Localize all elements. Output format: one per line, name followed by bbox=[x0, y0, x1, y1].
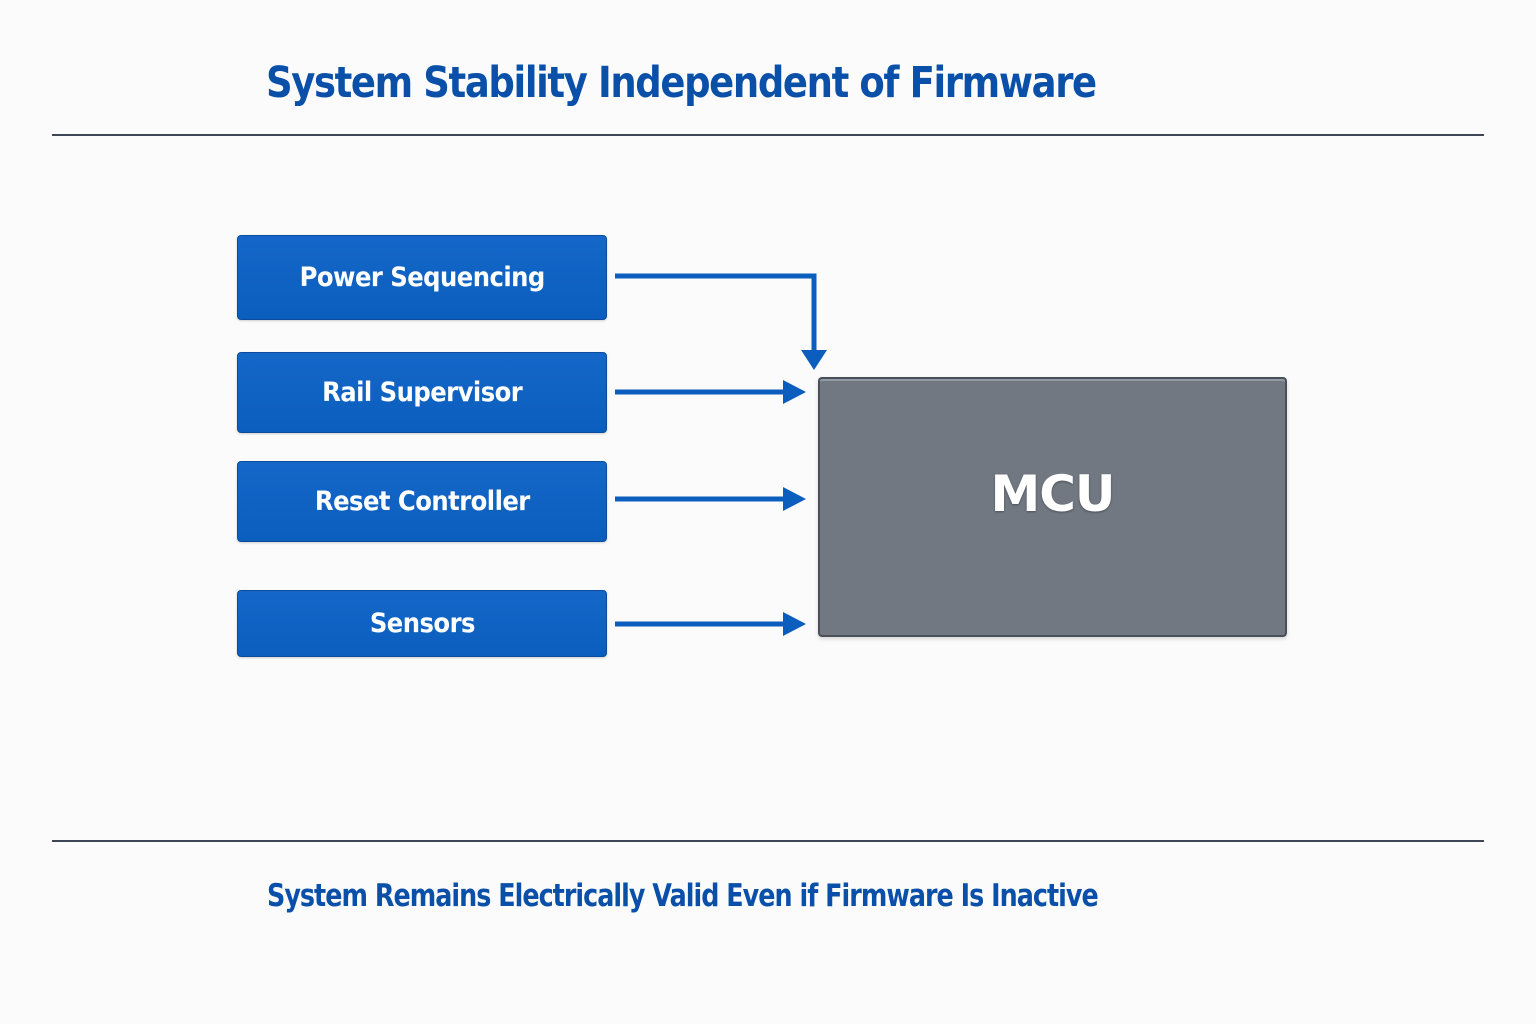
block-sensors: Sensors bbox=[237, 590, 607, 657]
block-rail-supervisor: Rail Supervisor bbox=[237, 352, 607, 433]
top-divider bbox=[52, 134, 1484, 136]
mcu-block: MCU bbox=[818, 377, 1287, 637]
mcu-label: MCU bbox=[990, 465, 1115, 523]
connector-power-sequencing bbox=[615, 273, 817, 352]
block-label: Reset Controller bbox=[314, 486, 530, 517]
block-label: Sensors bbox=[369, 608, 475, 639]
arrowhead-sensors bbox=[783, 612, 806, 636]
page-title: System Stability Independent of Firmware bbox=[266, 58, 1097, 108]
block-power-sequencing: Power Sequencing bbox=[237, 235, 607, 320]
bottom-divider bbox=[52, 840, 1484, 842]
arrowhead-power-sequencing bbox=[801, 350, 827, 370]
arrowhead-reset-controller bbox=[783, 487, 806, 511]
block-label: Rail Supervisor bbox=[321, 377, 523, 408]
arrowhead-rail-supervisor bbox=[783, 380, 806, 404]
footer-caption: System Remains Electrically Valid Even i… bbox=[267, 878, 1099, 914]
block-label: Power Sequencing bbox=[299, 262, 545, 293]
block-reset-controller: Reset Controller bbox=[237, 461, 607, 542]
